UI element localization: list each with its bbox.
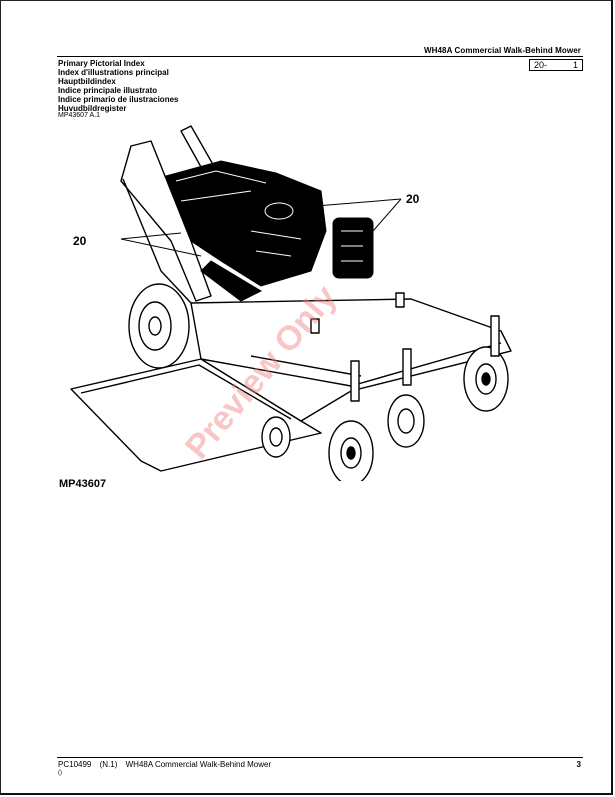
header-rule bbox=[57, 56, 583, 57]
index-title-fr: Index d'illustrations principal bbox=[58, 68, 169, 77]
caster-wheel-right bbox=[463, 346, 509, 412]
figure-caption: MP43607 bbox=[59, 478, 107, 490]
caster-wheel-mid bbox=[387, 394, 425, 448]
footer-info: PC10499 (N.1) WH48A Commercial Walk-Behi… bbox=[58, 760, 277, 769]
header-title: WH48A Commercial Walk-Behind Mower bbox=[423, 46, 581, 55]
footer-sub: () bbox=[58, 770, 62, 776]
section-ref: 20- bbox=[534, 60, 548, 70]
footer-doc-title: WH48A Commercial Walk-Behind Mower bbox=[125, 760, 272, 769]
caster-wheel-rear bbox=[261, 416, 291, 458]
index-title-en: Primary Pictorial Index bbox=[58, 59, 145, 68]
engine-assembly bbox=[165, 160, 374, 302]
index-title-block: Primary Pictorial Index Index d'illustra… bbox=[58, 59, 178, 113]
mower-illustration: 20 20 Preview Only bbox=[70, 125, 512, 481]
index-title-de: Hauptbildindex bbox=[58, 77, 116, 86]
footer-revision: (N.1) bbox=[99, 760, 118, 769]
section-ref-box: 20- 1 bbox=[529, 59, 583, 71]
index-title-it: Indice principale illustrato bbox=[58, 86, 158, 95]
callout-20-left: 20 bbox=[73, 234, 87, 248]
page-ref: 1 bbox=[572, 60, 578, 70]
mower-deck bbox=[190, 298, 512, 422]
caster-wheel-front bbox=[328, 420, 374, 481]
index-title-sv: Huvudbildregister bbox=[58, 104, 127, 113]
figure-ref-code: MP43607 A.1 bbox=[58, 112, 101, 119]
footer-rule bbox=[57, 757, 583, 758]
callout-20-right: 20 bbox=[406, 192, 420, 206]
footer-page-number: 3 bbox=[576, 760, 581, 769]
footer-doc-code: PC10499 bbox=[58, 760, 92, 769]
index-title-es: Indice primario de ilustraciones bbox=[58, 95, 179, 104]
